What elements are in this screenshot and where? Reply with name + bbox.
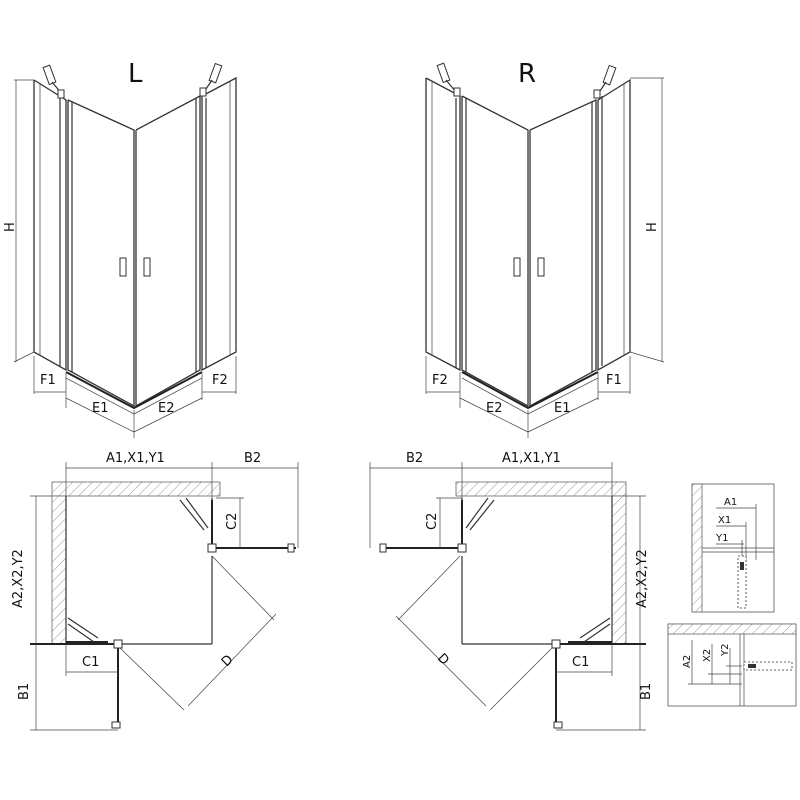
dim-label-c2-right: C2 [425, 513, 440, 530]
dim-label-a2x2y2-right: A2,X2,Y2 [635, 549, 650, 608]
dim-label-a1x1y1-left: A1,X1,Y1 [106, 451, 165, 466]
top-bracket-left-icon [42, 64, 65, 99]
dim-label-e2-right: E2 [486, 401, 503, 416]
dim-label-b1-right: B1 [639, 683, 654, 700]
view-title-left: L [128, 59, 143, 89]
dim-label-d-right: D [434, 651, 452, 669]
dim-label-f2-right: F2 [432, 373, 448, 388]
view-title-right: R [518, 59, 536, 89]
detail-label-a2: A2 [682, 655, 693, 668]
dim-label-a2x2y2-left: A2,X2,Y2 [11, 549, 26, 608]
dim-label-b2-left: B2 [244, 451, 261, 466]
plan-right: D A1,X1,Y1 B2 C2 A2,X2,Y2 B1 C1 [369, 451, 654, 731]
top-bracket-left-icon [436, 62, 461, 97]
wall-right [611, 495, 627, 645]
plan-left: D A1,X1,Y1 B2 C2 A2,X2,Y2 B1 C1 [11, 451, 299, 731]
dim-label-c1-right: C1 [572, 655, 589, 670]
door-handle-icon [143, 257, 151, 277]
wall-left [51, 495, 67, 645]
detail-label-x1: X1 [718, 515, 731, 526]
detail-label-a1: A1 [724, 497, 737, 508]
detail-label-x2: X2 [702, 649, 713, 662]
dim-label-c2-left: C2 [225, 513, 240, 530]
dim-label-c1-left: C1 [82, 655, 99, 670]
dim-label-e1-right: E1 [554, 401, 571, 416]
dim-label-e1-left: E1 [92, 401, 109, 416]
dim-label-a1x1y1-right: A1,X1,Y1 [502, 451, 561, 466]
door-handle-icon [537, 257, 545, 277]
door-handle-icon [119, 257, 127, 277]
dim-label-f1-right: F1 [606, 373, 622, 388]
door-handle-icon [513, 257, 521, 277]
dim-label-b2-right: B2 [406, 451, 423, 466]
dim-label-b1-left: B1 [17, 683, 32, 700]
wall-top [51, 481, 221, 497]
elevation-right: R H [425, 59, 665, 438]
elevation-left: L H [3, 59, 237, 438]
dim-label-e2-left: E2 [158, 401, 175, 416]
dim-label-f1-left: F1 [40, 373, 56, 388]
detail-label-y2: Y2 [720, 644, 731, 657]
wall-top [455, 481, 627, 497]
dim-label-h-right: H [645, 222, 660, 232]
detail-label-y1: Y1 [715, 533, 728, 544]
top-bracket-right-icon [593, 64, 617, 99]
detail-bottom: A2 X2 Y2 [667, 623, 797, 707]
dim-label-d-left: D [219, 652, 237, 670]
top-bracket-right-icon [199, 62, 223, 97]
dim-label-f2-left: F2 [212, 373, 228, 388]
detail-top: A1 X1 Y1 [691, 483, 775, 613]
dim-label-h-left: H [3, 222, 18, 232]
